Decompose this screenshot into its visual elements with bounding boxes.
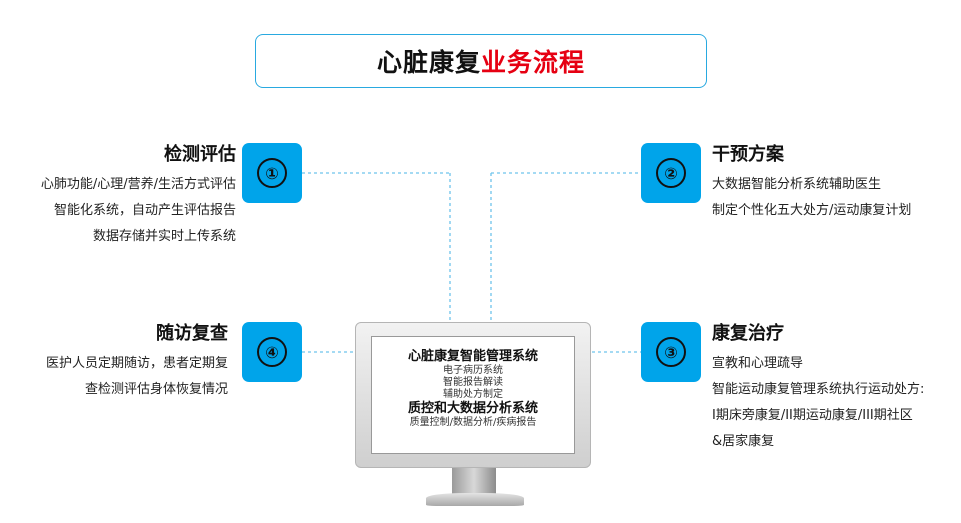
step-3-badge: ③ xyxy=(641,322,701,382)
step-1-line: 数据存储并实时上传系统 xyxy=(92,229,236,244)
step-1-badge: ① xyxy=(242,143,302,203)
step-4-number: ④ xyxy=(257,337,287,367)
monitor-neck xyxy=(452,468,496,494)
system-2-item: 质量控制/数据分析/疾病报告 xyxy=(409,417,537,428)
system-1-item: 辅助处方制定 xyxy=(443,389,503,400)
step-1-number: ① xyxy=(257,158,287,188)
system-2-title: 质控和大数据分析系统 xyxy=(407,401,538,416)
monitor-icon: 心脏康复智能管理系统 电子病历系统 智能报告解读 辅助处方制定 质控和大数据分析… xyxy=(355,322,591,468)
step-3-line: 智能运动康复管理系统执行运动处方: xyxy=(712,382,925,397)
step-1-heading: 检测评估 xyxy=(164,144,236,165)
step-3-line: I期床旁康复/II期运动康复/III期社区 xyxy=(712,408,913,423)
step-4-heading: 随访复查 xyxy=(156,323,228,344)
title-part-black: 心脏康复 xyxy=(376,48,481,77)
step-4-block: 随访复查 医护人员定期随访，患者定期复 查检测评估身体恢复情况 xyxy=(46,319,228,403)
step-4-line: 查检测评估身体恢复情况 xyxy=(84,382,228,397)
step-2-line: 大数据智能分析系统辅助医生 xyxy=(712,177,882,192)
step-1-line: 智能化系统，自动产生评估报告 xyxy=(53,203,236,218)
diagram-title: 心脏康复业务流程 xyxy=(377,43,585,79)
step-3-number: ③ xyxy=(656,337,686,367)
step-4-badge: ④ xyxy=(242,322,302,382)
title-part-red: 业务流程 xyxy=(481,48,586,77)
step-3-line: 宣教和心理疏导 xyxy=(712,356,804,371)
system-1-item: 智能报告解读 xyxy=(443,377,503,388)
system-1-item: 电子病历系统 xyxy=(443,365,503,376)
monitor-screen: 心脏康复智能管理系统 电子病历系统 智能报告解读 辅助处方制定 质控和大数据分析… xyxy=(371,336,575,454)
step-3-block: 康复治疗 宣教和心理疏导 智能运动康复管理系统执行运动处方: I期床旁康复/II… xyxy=(712,319,924,455)
monitor-stand xyxy=(426,493,524,506)
step-2-line: 制定个性化五大处方/运动康复计划 xyxy=(712,203,912,218)
step-2-badge: ② xyxy=(641,143,701,203)
title-box: 心脏康复业务流程 xyxy=(255,34,707,88)
system-1-title: 心脏康复智能管理系统 xyxy=(407,349,538,364)
step-2-number: ② xyxy=(656,158,686,188)
step-3-heading: 康复治疗 xyxy=(712,323,784,344)
step-2-heading: 干预方案 xyxy=(712,144,784,165)
step-4-line: 医护人员定期随访，患者定期复 xyxy=(45,356,228,371)
step-2-block: 干预方案 大数据智能分析系统辅助医生 制定个性化五大处方/运动康复计划 xyxy=(712,140,911,224)
step-3-line: &居家康复 xyxy=(712,434,775,449)
step-1-line: 心肺功能/心理/营养/生活方式评估 xyxy=(40,177,236,192)
step-1-block: 检测评估 心肺功能/心理/营养/生活方式评估 智能化系统，自动产生评估报告 数据… xyxy=(41,140,236,250)
